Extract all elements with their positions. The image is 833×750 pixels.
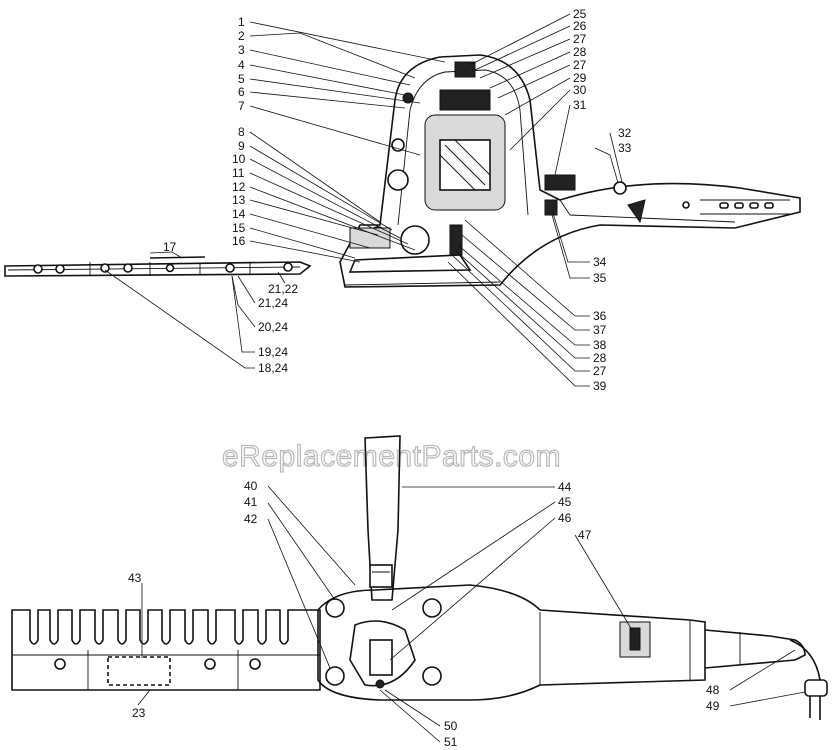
motor-housing [339, 54, 801, 288]
callout-45: 45 [558, 495, 572, 509]
callout-36: 36 [593, 309, 607, 323]
callout-37: 37 [593, 323, 607, 337]
callout-18-24: 18,24 [258, 361, 288, 375]
callout-7: 7 [238, 99, 245, 113]
callout-33: 33 [618, 141, 632, 155]
callout-40: 40 [244, 479, 258, 493]
callout-2: 2 [238, 29, 245, 43]
callout-15: 15 [232, 221, 246, 235]
callout-11: 11 [232, 166, 245, 180]
leader-lines-left [104, 21, 446, 369]
callout-14: 14 [232, 207, 246, 221]
callout-34: 34 [593, 255, 607, 269]
callout-43: 43 [128, 571, 142, 585]
callout-39: 39 [593, 379, 607, 393]
callout-16: 16 [232, 234, 246, 248]
callout-10: 10 [232, 152, 246, 166]
callout-28: 28 [573, 45, 587, 59]
callout-47: 47 [578, 528, 592, 542]
callout-50: 50 [444, 719, 458, 733]
blade-assembly [4, 256, 312, 277]
callout-25: 25 [573, 7, 587, 21]
callout-38: 38 [593, 338, 607, 352]
callout-49: 49 [706, 699, 720, 713]
callout-23: 23 [132, 706, 146, 720]
callout-12: 12 [232, 180, 246, 194]
callout-19-24: 19,24 [258, 345, 288, 359]
callout-42: 42 [244, 512, 258, 526]
leader-lines-right [447, 13, 623, 387]
callout-26: 26 [573, 19, 587, 33]
callout-1: 1 [238, 15, 245, 29]
callout-48: 48 [706, 683, 720, 697]
blade-teeth [11, 609, 321, 691]
callout-35: 35 [593, 271, 607, 285]
bottom-callout-labels: 40 41 42 43 23 44 45 46 47 48 49 50 51 [128, 479, 720, 749]
callout-51: 51 [444, 735, 458, 749]
callout-27-c: 27 [593, 364, 607, 378]
callout-3: 3 [238, 43, 245, 57]
callout-20-24: 20,24 [258, 320, 288, 334]
callout-6: 6 [238, 85, 245, 99]
bottom-assembled-view: 40 41 42 43 23 44 45 46 47 48 49 50 51 [11, 435, 828, 749]
callout-17: 17 [163, 240, 177, 254]
callout-41: 41 [244, 495, 258, 509]
callout-30: 30 [573, 83, 587, 97]
callout-21-22: 21,22 [268, 282, 298, 296]
callout-9: 9 [238, 139, 245, 153]
callout-13: 13 [232, 193, 246, 207]
assembled-housing [317, 435, 828, 720]
callout-8: 8 [238, 125, 245, 139]
watermark-text: eReplacementParts.com [222, 440, 561, 473]
callout-29: 29 [573, 71, 587, 85]
callout-27-b: 27 [573, 58, 587, 72]
leader-lines-bottom [137, 485, 806, 743]
callout-27: 27 [573, 32, 587, 46]
callout-21-24: 21,24 [258, 296, 288, 310]
callout-31: 31 [573, 98, 587, 112]
callout-46: 46 [558, 511, 572, 525]
callout-28-b: 28 [593, 351, 607, 365]
top-callout-labels: 1 2 3 4 5 6 7 8 9 10 11 12 13 14 15 16 1… [163, 7, 632, 393]
callout-44: 44 [558, 480, 572, 494]
callout-4: 4 [238, 58, 245, 72]
top-exploded-view: 1 2 3 4 5 6 7 8 9 10 11 12 13 14 15 16 1… [4, 7, 801, 393]
callout-5: 5 [238, 72, 245, 86]
callout-32: 32 [618, 126, 632, 140]
